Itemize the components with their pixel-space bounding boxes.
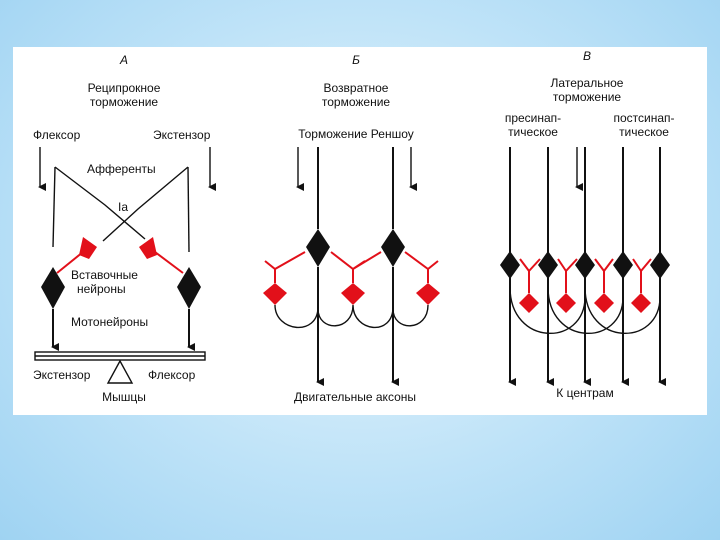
interneuron-right-axon (154, 251, 184, 274)
interneurons-label-line1: Вставочные (71, 268, 138, 282)
interneuron-left-axon (56, 251, 84, 274)
panel-b-title-line1: Возвратное (324, 81, 389, 95)
extensor-top-label: Экстензор (153, 128, 211, 142)
presyn-label-line2: тическое (508, 125, 558, 139)
renshaw-cell-1 (263, 283, 287, 305)
lateral-collaterals (509, 286, 661, 334)
neural-inhibition-diagram: А Реципрокное торможение Флексор Экстенз… (33, 49, 675, 404)
postsyn-label-line2: тическое (619, 125, 669, 139)
renshaw-motoneuron-right (381, 229, 405, 267)
motor-axons-label: Двигательные аксоны (294, 390, 416, 404)
lateral-inhibitory-interneurons (519, 258, 652, 313)
panel-b-letter: Б (352, 53, 360, 67)
interneuron-right (139, 237, 157, 259)
to-centers-label: К центрам (556, 386, 613, 400)
afferent-collateral-right (187, 166, 190, 253)
panel-c-title-line1: Латеральное (551, 76, 624, 90)
panel-c-title-line2: торможение (553, 90, 622, 104)
ia-label: Ia (118, 200, 128, 214)
afferent-collateral-left (52, 166, 56, 248)
renshaw-motoneuron-left (306, 229, 330, 267)
flexor-top-label: Флексор (33, 128, 81, 142)
panel-c-letter: В (583, 49, 591, 63)
postsyn-label-line1: постсинап- (613, 111, 674, 125)
panel-a-title-line2: торможение (90, 95, 159, 109)
afferent-fibre-right (102, 166, 189, 242)
flexor-bottom-label: Флексор (148, 368, 196, 382)
renshaw-cell-3 (416, 283, 440, 305)
recurrent-collaterals (274, 304, 429, 329)
panel-b-title-line2: торможение (322, 95, 391, 109)
interneuron-left (79, 237, 97, 259)
panel-a-letter: А (119, 53, 128, 67)
panel-b: Б Возвратное торможение Торможение Реншо… (263, 53, 440, 404)
lateral-relay-neurons (500, 147, 670, 386)
joint-fulcrum (106, 359, 134, 384)
presyn-label-line1: пресинап- (505, 111, 561, 125)
slide: А Реципрокное торможение Флексор Экстенз… (13, 47, 707, 415)
renshaw-inhibitory-connections (264, 251, 439, 283)
motoneuron-extensor (177, 267, 201, 309)
motoneuron-flexor (41, 267, 65, 309)
renshaw-label: Торможение Реншоу (298, 127, 414, 141)
afferent-fibre-left (54, 166, 146, 240)
interneurons-label-line2: нейроны (77, 282, 126, 296)
panel-a: А Реципрокное торможение Флексор Экстенз… (33, 53, 216, 404)
panel-c: В Латеральное торможение пресинап- тичес… (500, 49, 675, 400)
extensor-bottom-label: Экстензор (33, 368, 91, 382)
afferents-label: Афференты (87, 162, 156, 176)
panel-a-title-line1: Реципрокное (88, 81, 161, 95)
motoneurons-label: Мотонейроны (71, 315, 148, 329)
muscles-label: Мышцы (102, 390, 146, 404)
renshaw-cell-2 (341, 283, 365, 305)
